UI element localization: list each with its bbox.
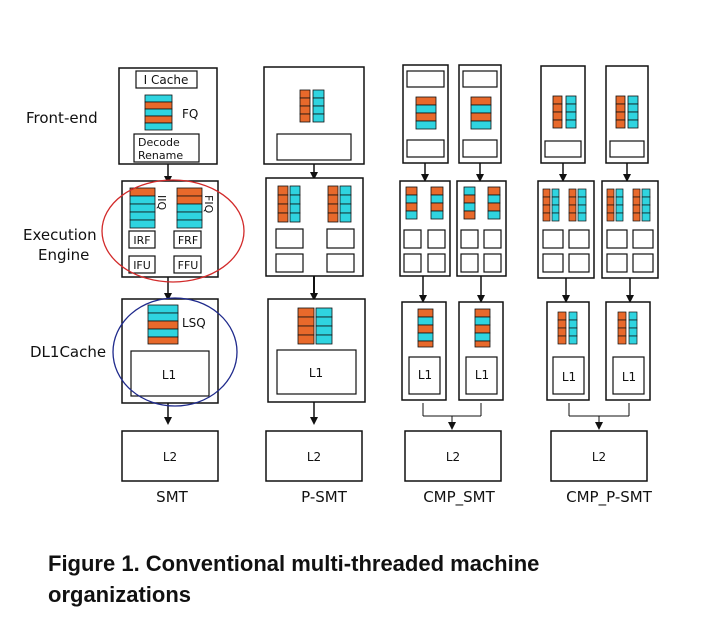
cmp-psmt-title: CMP_P-SMT — [566, 488, 653, 507]
psmt-lsq-queues — [297, 307, 333, 345]
psmt-issue-queues — [277, 185, 352, 223]
lsq-queue — [147, 304, 179, 345]
dl1cache-highlight — [112, 297, 238, 407]
cmp-smt-l2-box — [404, 430, 502, 482]
fq-queue — [144, 94, 173, 131]
ifu-label: IFU — [133, 259, 151, 272]
cmp-psmt-l1-a-label: L1 — [562, 370, 576, 384]
psmt-l1-box — [276, 349, 357, 395]
cmp-smt-l2-label: L2 — [446, 450, 460, 464]
icache-box — [135, 70, 198, 89]
rename-label: Rename — [138, 149, 183, 162]
cmp-smt-l1-b-label: L1 — [475, 368, 489, 382]
psmt-fetch-queues — [299, 89, 325, 123]
psmt-title: P-SMT — [301, 488, 348, 506]
psmt-column: L1 L2 P-SMT — [263, 66, 366, 506]
figure-caption: Figure 1. Conventional multi-threaded ma… — [48, 548, 668, 610]
cmp-psmt-l2-label: L2 — [592, 450, 606, 464]
fq-label: FQ — [182, 107, 198, 121]
cmp-psmt-column: L1 — [537, 65, 659, 507]
smt-column: I Cache FQ Decode Rename IIQ — [101, 67, 245, 506]
cmp-psmt-l1-b-label: L1 — [622, 370, 636, 384]
cmp-smt-column: L1 L1 L2 — [399, 64, 507, 507]
smt-l2-label: L2 — [163, 450, 177, 464]
psmt-l2-label: L2 — [307, 450, 321, 464]
stage-label-dl1cache: DL1Cache — [30, 343, 106, 361]
ffu-label: FFU — [178, 259, 199, 272]
iiq-label: IIQ — [155, 195, 168, 210]
ifu-box — [128, 255, 156, 274]
fiq-queue — [176, 187, 203, 229]
caption-line-2: organizations — [48, 582, 192, 607]
decode-label: Decode — [138, 136, 180, 149]
icache-label: I Cache — [144, 73, 189, 87]
psmt-l2-box — [265, 430, 363, 482]
stage-label-front-end: Front-end — [26, 109, 98, 127]
stage-label-execution: Execution — [23, 226, 97, 244]
iiq-queue — [129, 187, 156, 229]
smt-title: SMT — [156, 488, 188, 506]
caption-line-1: Figure 1. Conventional multi-threaded ma… — [48, 551, 540, 576]
lsq-label: LSQ — [182, 316, 206, 330]
psmt-l1-label: L1 — [309, 366, 323, 380]
cmp-smt-title: CMP_SMT — [423, 488, 495, 507]
decode-rename-box — [133, 133, 200, 163]
smt-l2-box — [121, 430, 219, 482]
irf-box — [128, 230, 156, 249]
frf-box — [173, 230, 202, 249]
psmt-decode-box — [276, 133, 352, 161]
ffu-box — [173, 255, 202, 274]
cmp-psmt-l2-box — [550, 430, 648, 482]
smt-l1-label: L1 — [162, 368, 176, 382]
irf-label: IRF — [133, 234, 150, 247]
fiq-label: FIQ — [202, 195, 215, 214]
execution-engine-highlight — [101, 179, 245, 283]
stage-label-engine: Engine — [38, 246, 89, 264]
frf-label: FRF — [178, 234, 198, 247]
cmp-smt-l1-a-label: L1 — [418, 368, 432, 382]
smt-l1-box — [130, 350, 210, 397]
